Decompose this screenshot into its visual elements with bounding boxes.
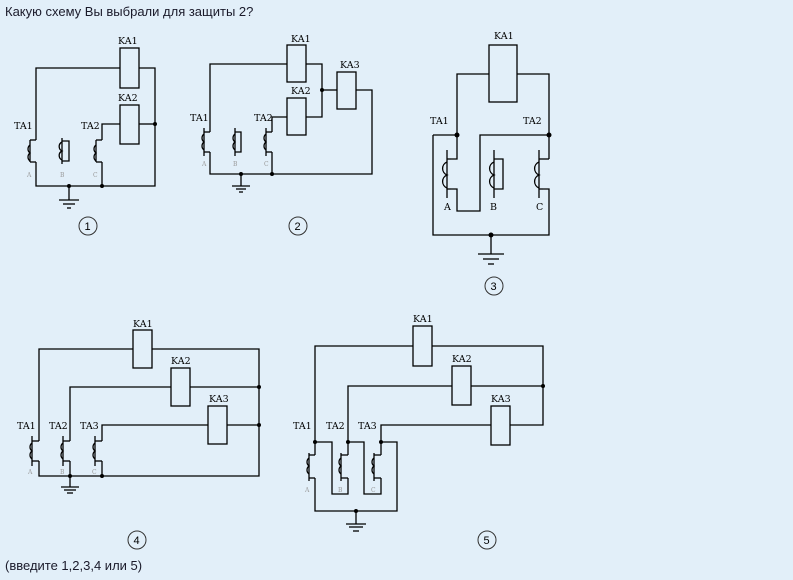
scheme-number: 5 xyxy=(484,535,490,547)
question-text: Какую схему Вы выбрали для защиты 2? xyxy=(5,4,254,19)
relay-ka3 xyxy=(207,405,228,445)
relay-ka2 xyxy=(119,104,140,145)
answer-hint: (введите 1,2,3,4 или 5) xyxy=(5,558,143,573)
relay-label: KA1 xyxy=(133,319,153,330)
transformer-label: TA2 xyxy=(254,113,273,124)
relay-ka1 xyxy=(132,329,153,369)
current-transformer-icon xyxy=(306,453,315,481)
transformer-label: TA1 xyxy=(17,421,36,432)
relay-label: KA3 xyxy=(340,60,360,71)
phase-label: B xyxy=(338,487,343,494)
phase-label: B xyxy=(490,202,497,213)
relay-ka1 xyxy=(119,47,140,89)
scheme-number: 1 xyxy=(85,221,91,233)
transformer-label: TA2 xyxy=(81,121,100,132)
current-transformer-icon xyxy=(27,139,36,163)
relay-label: KA2 xyxy=(171,356,191,367)
scheme-number-badge xyxy=(484,276,504,296)
transformer-label: TA1 xyxy=(190,113,209,124)
phase-label: C xyxy=(371,487,376,494)
relay-ka2 xyxy=(451,365,472,406)
transformer-label: TA3 xyxy=(358,421,377,432)
scheme-5[interactable]: KA1 KA2 KA3 xyxy=(293,314,545,550)
phase-label: A xyxy=(443,202,451,213)
current-transformer-icon xyxy=(441,150,451,198)
relay-label: KA2 xyxy=(291,86,311,97)
relay-label: KA1 xyxy=(494,31,514,42)
relay-label: KA2 xyxy=(452,354,472,365)
transformer-label: TA1 xyxy=(14,121,33,132)
transformer-label: TA1 xyxy=(293,421,312,432)
current-transformer-icon xyxy=(533,150,543,198)
phase-label: B xyxy=(233,161,238,168)
current-transformer-icon xyxy=(232,128,242,156)
scheme-1[interactable]: KA1 KA2 xyxy=(14,36,157,236)
relay-label: KA1 xyxy=(413,314,433,325)
relay-ka3 xyxy=(490,405,511,446)
relay-label: KA3 xyxy=(209,394,229,405)
scheme-number-badge xyxy=(78,216,98,236)
scheme-number: 2 xyxy=(295,221,301,233)
scheme-number-badge xyxy=(477,530,497,550)
scheme-number: 4 xyxy=(134,535,140,547)
transformer-label: TA3 xyxy=(80,421,99,432)
phase-label: B xyxy=(60,172,65,179)
transformer-label: TA2 xyxy=(523,116,542,127)
transformer-label: TA2 xyxy=(49,421,68,432)
relay-ka1 xyxy=(412,325,433,367)
scheme-3[interactable]: KA1 TA1 TA xyxy=(430,31,552,296)
scheme-2[interactable]: KA1 KA2 KA3 xyxy=(190,34,373,236)
current-transformer-icon xyxy=(29,436,39,466)
phase-label: C xyxy=(264,161,269,168)
relay-label: KA3 xyxy=(491,394,511,405)
relay-label: KA1 xyxy=(118,36,138,47)
phase-label: A xyxy=(201,161,207,168)
current-transformer-icon xyxy=(201,128,210,156)
transformer-label: TA1 xyxy=(430,116,449,127)
scheme-number-badge xyxy=(288,216,308,236)
phase-label: A xyxy=(304,487,310,494)
phase-label: B xyxy=(60,469,65,476)
current-transformer-icon xyxy=(488,150,504,198)
phase-label: C xyxy=(93,172,98,179)
relay-ka1 xyxy=(488,44,518,103)
relay-label: KA2 xyxy=(118,93,138,104)
current-transformer-icon xyxy=(93,139,102,163)
phase-label: A xyxy=(27,469,33,476)
scheme-number: 3 xyxy=(491,281,497,293)
relay-ka2 xyxy=(286,97,307,136)
phase-label: C xyxy=(536,202,543,213)
relay-ka3 xyxy=(336,71,357,110)
scheme-4[interactable]: KA1 KA2 KA3 xyxy=(17,319,261,550)
current-transformer-icon xyxy=(338,453,348,481)
relay-ka1 xyxy=(286,44,307,83)
current-transformer-icon xyxy=(58,138,70,164)
current-transformer-icon xyxy=(371,453,381,481)
relay-label: KA1 xyxy=(291,34,311,45)
transformer-label: TA2 xyxy=(326,421,345,432)
phase-label: A xyxy=(26,172,32,179)
current-transformer-icon xyxy=(60,436,70,466)
current-transformer-icon xyxy=(263,128,272,156)
current-transformer-icon xyxy=(92,436,102,466)
relay-ka2 xyxy=(170,367,191,407)
scheme-number-badge xyxy=(127,530,147,550)
phase-label: C xyxy=(92,469,97,476)
